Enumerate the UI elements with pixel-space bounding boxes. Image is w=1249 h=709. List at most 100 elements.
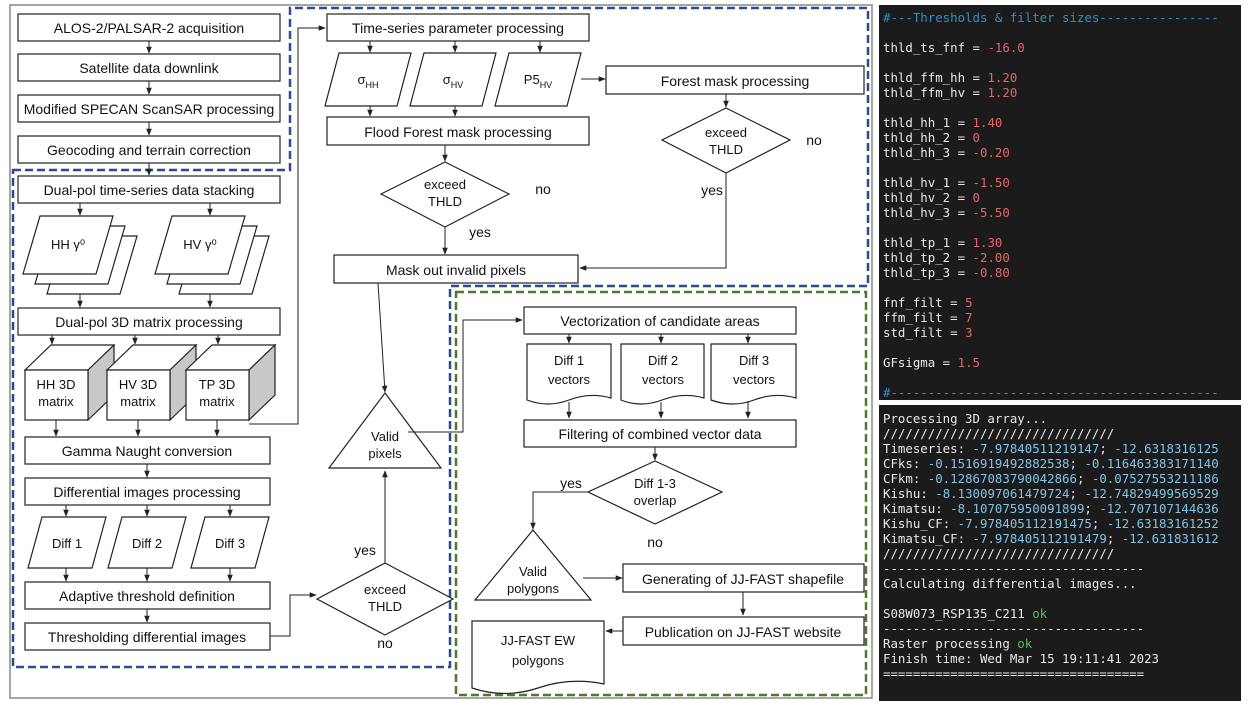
log-raster-line: Raster processing ok: [883, 636, 1033, 651]
svg-text:P5HV: P5HV: [524, 72, 552, 90]
no-label-mid: no: [535, 181, 551, 197]
time-series-param-box: Time-series parameter processing: [326, 13, 590, 42]
yes-label: yes: [354, 542, 376, 558]
svg-text:Diff 1: Diff 1: [52, 536, 82, 551]
svg-text:vectors: vectors: [548, 372, 590, 387]
ew-polygons-doc: JJ-FAST EW polygons: [471, 620, 605, 695]
log-row: Kishu: -8.130097061479724; -12.748294995…: [883, 486, 1219, 501]
svg-text:Adaptive threshold definition: Adaptive threshold definition: [59, 588, 235, 604]
log-slashes: ///////////////////////////////: [883, 426, 1115, 441]
log-row: Kishu_CF: -7.978405112191475; -12.631831…: [883, 516, 1219, 531]
svg-text:Diff 2: Diff 2: [132, 536, 162, 551]
svg-text:ALOS-2/PALSAR-2 acquisition: ALOS-2/PALSAR-2 acquisition: [54, 20, 244, 36]
config-line: thld_hh_1 = 1.40: [883, 115, 1003, 130]
svg-text:exceed: exceed: [705, 125, 747, 140]
svg-text:Dual-pol time-series data stac: Dual-pol time-series data stacking: [44, 182, 255, 198]
svg-text:Flood Forest mask processing: Flood Forest mask processing: [364, 124, 552, 140]
log-slashes-bottom: ///////////////////////////////: [883, 546, 1115, 561]
svg-text:Publication on JJ-FAST website: Publication on JJ-FAST website: [645, 624, 842, 640]
svg-text:polygons: polygons: [507, 581, 560, 596]
generating-shapefile-box: Generating of JJ-FAST shapefile: [622, 563, 865, 593]
config-line: thld_ffm_hv = 1.20: [883, 85, 1018, 100]
matrix-processing-box: Dual-pol 3D matrix processing: [17, 307, 281, 336]
diff1-vectors-doc: Diff 1 vectors: [526, 343, 612, 405]
log-processing: Processing 3D array...: [883, 411, 1048, 426]
exceed-thld-diamond-bottom: exceed THLD: [315, 562, 455, 636]
hv-3d-matrix-cube: HV 3D matrix: [105, 343, 198, 422]
svg-text:HV 3D: HV 3D: [119, 377, 157, 392]
config-footer: #---------------------------------------…: [883, 385, 1219, 400]
processing-log-terminal: Processing 3D array... /////////////////…: [879, 405, 1241, 701]
yes-label-mid: yes: [469, 224, 491, 240]
no-label-right: no: [806, 132, 822, 148]
config-line: thld_hh_3 = -0.20: [883, 145, 1010, 160]
svg-text:Gamma Naught conversion: Gamma Naught conversion: [62, 443, 232, 459]
svg-text:Forest mask processing: Forest mask processing: [661, 73, 810, 89]
svg-text:pixels: pixels: [368, 446, 402, 461]
svg-text:matrix: matrix: [120, 394, 156, 409]
svg-text:Thresholding differential imag: Thresholding differential images: [48, 629, 246, 645]
log-row: Timeseries: -7.97840511219147; -12.63183…: [883, 441, 1219, 456]
svg-text:Valid: Valid: [519, 564, 547, 579]
config-line: thld_tp_2 = -2.00: [883, 250, 1010, 265]
hh-gamma-stack: HH γ⁰: [22, 215, 138, 295]
svg-text:Satellite data downlink: Satellite data downlink: [79, 60, 219, 76]
svg-text:σHH: σHH: [357, 72, 378, 90]
config-line: thld_ts_fnf = -16.0: [883, 40, 1025, 55]
downlink-box: Satellite data downlink: [17, 53, 281, 82]
exceed-thld-diamond-mid: exceed THLD: [379, 161, 511, 228]
no-label: no: [377, 635, 393, 651]
tp-3d-matrix-cube: TP 3D matrix: [184, 343, 277, 422]
svg-text:Generating of JJ-FAST shapefil: Generating of JJ-FAST shapefile: [642, 571, 844, 587]
svg-text:Modified SPECAN ScanSAR proces: Modified SPECAN ScanSAR processing: [24, 101, 275, 117]
log-row: Kimatsu_CF: -7.978405112191479; -12.6318…: [883, 531, 1219, 546]
svg-text:Diff 2: Diff 2: [648, 353, 678, 368]
config-line: GFsigma = 1.5: [883, 355, 980, 370]
svg-text:polygons: polygons: [512, 653, 565, 668]
specan-box: Modified SPECAN ScanSAR processing: [17, 94, 281, 123]
filtering-combined-box: Filtering of combined vector data: [523, 419, 797, 448]
diff3-parallelogram: Diff 3: [190, 516, 270, 569]
valid-polygons-triangle: Valid polygons: [473, 529, 593, 601]
diff3-vectors-doc: Diff 3 vectors: [710, 343, 797, 405]
log-dashes: -----------------------------------: [883, 561, 1145, 576]
outer-frame: [9, 4, 873, 699]
svg-text:exceed: exceed: [424, 177, 466, 192]
svg-text:Diff 3: Diff 3: [215, 536, 245, 551]
threshold-config-terminal: #---Thresholds & filter sizes-----------…: [879, 5, 1241, 400]
svg-text:vectors: vectors: [733, 372, 775, 387]
svg-text:TP 3D: TP 3D: [199, 377, 236, 392]
svg-text:HH γ⁰: HH γ⁰: [51, 237, 85, 252]
config-line: fnf_filt = 5: [883, 295, 973, 310]
svg-text:Vectorization of candidate are: Vectorization of candidate areas: [560, 313, 759, 329]
svg-text:JJ-FAST EW: JJ-FAST EW: [501, 633, 576, 648]
svg-text:Diff 3: Diff 3: [739, 353, 769, 368]
svg-text:Geocoding and terrain correcti: Geocoding and terrain correction: [47, 142, 251, 158]
svg-text:Differential images processing: Differential images processing: [53, 484, 240, 500]
config-line: thld_hv_1 = -1.50: [883, 175, 1010, 190]
sigma-hv-parallelogram: σHV: [409, 52, 497, 107]
flood-forest-mask-box: Flood Forest mask processing: [326, 116, 590, 146]
log-calculating: Calculating differential images...: [883, 576, 1137, 591]
svg-text:HV γ⁰: HV γ⁰: [183, 237, 216, 252]
log-finish: Finish time: Wed Mar 15 19:11:41 2023: [883, 651, 1160, 666]
svg-text:matrix: matrix: [199, 394, 235, 409]
svg-text:vectors: vectors: [642, 372, 684, 387]
blue-dashed-region: [11, 6, 870, 669]
sigma-hh-parallelogram: σHH: [324, 52, 412, 107]
config-line: thld_tp_1 = 1.30: [883, 235, 1003, 250]
publication-box: Publication on JJ-FAST website: [622, 616, 865, 646]
log-rows: Timeseries: -7.97840511219147; -12.63183…: [883, 441, 1241, 546]
config-line: thld_hh_2 = 0: [883, 130, 980, 145]
p5-hv-parallelogram: P5HV: [494, 52, 582, 107]
svg-text:Valid: Valid: [371, 429, 399, 444]
exceed-thld-diamond-right: exceed THLD: [660, 107, 792, 174]
config-header: #---Thresholds & filter sizes-----------…: [883, 10, 1219, 25]
differential-processing-box: Differential images processing: [24, 477, 271, 506]
diff-overlap-diamond: Diff 1-3 overlap: [586, 460, 724, 525]
log-row: Kimatsu: -8.107075950091899; -12.7071071…: [883, 501, 1219, 516]
diff1-parallelogram: Diff 1: [27, 516, 107, 569]
config-line: thld_hv_3 = -5.50: [883, 205, 1010, 220]
